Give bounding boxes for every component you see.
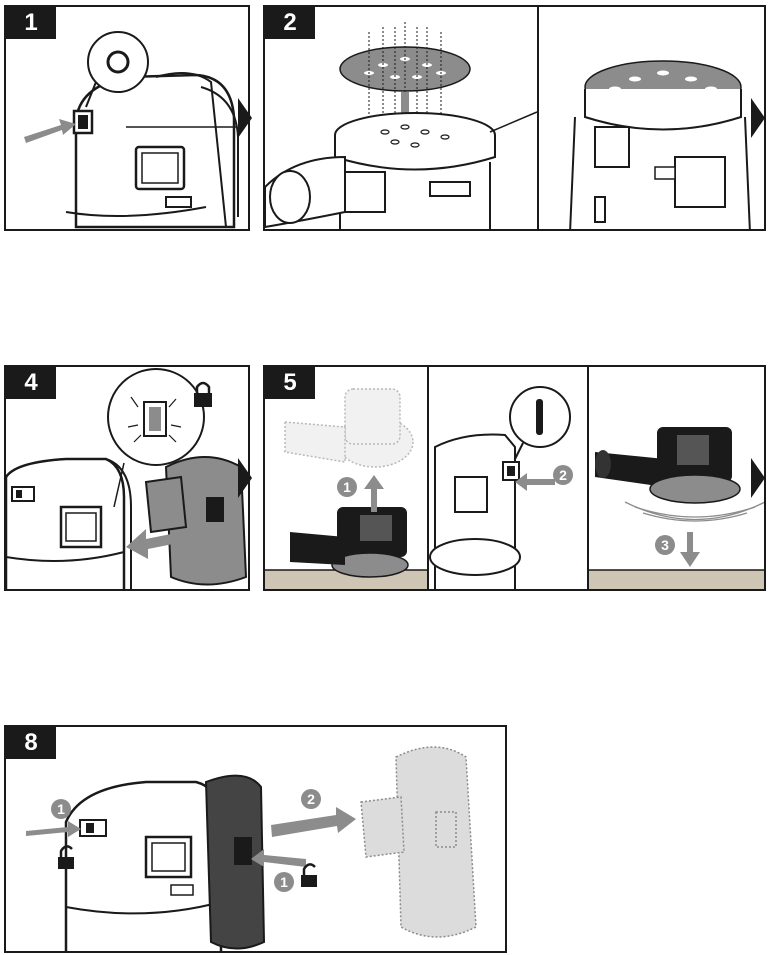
lock-icon xyxy=(194,381,212,407)
sander-operation-illustration: 1 2 3 xyxy=(265,386,764,589)
panel-step-1: 1 xyxy=(4,5,250,231)
panel-divider xyxy=(587,367,589,589)
step-number-badge: 4 xyxy=(6,367,56,399)
sanding-disc-attach-illustration xyxy=(265,22,751,229)
next-step-arrow-icon xyxy=(751,98,765,138)
panel-divider xyxy=(427,367,429,589)
next-step-arrow-icon xyxy=(751,458,765,498)
step-number-badge: 8 xyxy=(6,727,56,759)
sub-step-number: 2 xyxy=(559,467,567,483)
battery-insert-illustration xyxy=(6,368,248,589)
step-number-badge: 2 xyxy=(265,7,315,39)
panel-step-5: 5 1 2 xyxy=(263,365,766,591)
panel-step-4: 4 xyxy=(4,365,250,591)
sub-step-number: 1 xyxy=(280,874,288,890)
sub-step-number: 1 xyxy=(57,801,65,817)
step-number-badge: 5 xyxy=(265,367,315,399)
unlock-icon xyxy=(301,863,317,887)
panel-step-8: 8 1 2 1 xyxy=(4,725,507,953)
next-step-arrow-icon xyxy=(238,98,252,138)
panel-step-2: 2 xyxy=(263,5,766,231)
unlock-icon xyxy=(58,845,74,869)
sub-step-number: 1 xyxy=(343,479,351,495)
sander-power-switch-illustration xyxy=(24,31,239,229)
sub-step-number: 2 xyxy=(307,791,315,807)
step-number-badge: 1 xyxy=(6,7,56,39)
next-step-arrow-icon xyxy=(238,458,252,498)
wood-surface xyxy=(589,570,764,589)
sub-step-number: 3 xyxy=(661,537,669,553)
battery-removal-illustration: 1 2 1 xyxy=(26,746,477,951)
panel-divider xyxy=(537,7,539,229)
